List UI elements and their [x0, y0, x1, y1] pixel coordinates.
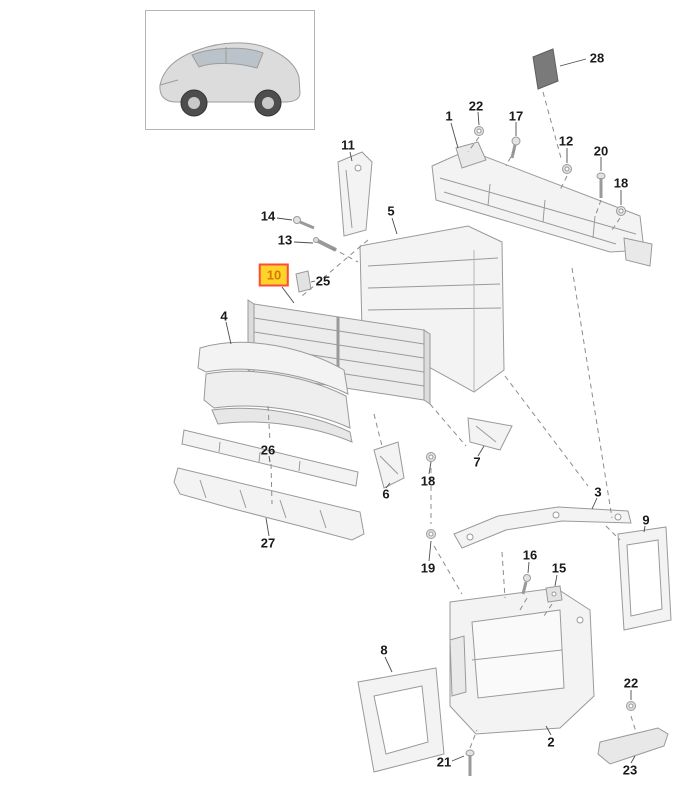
part-25-drawing	[295, 270, 312, 293]
callout-8[interactable]: 8	[380, 642, 388, 658]
callout-26[interactable]: 26	[260, 442, 276, 458]
callout-20[interactable]: 20	[593, 143, 609, 159]
callout-28[interactable]: 28	[589, 50, 605, 66]
callout-1[interactable]: 1	[445, 108, 453, 124]
callout-21[interactable]: 21	[436, 754, 452, 770]
callout-17[interactable]: 17	[508, 108, 524, 124]
callout-12[interactable]: 12	[558, 133, 574, 149]
fastener-21-drawing	[465, 749, 475, 776]
part-28-drawing	[532, 48, 559, 90]
part-1-drawing	[431, 141, 653, 267]
callout-leader-lines	[225, 58, 646, 764]
fastener-20-drawing	[596, 172, 606, 198]
callout-11[interactable]: 11	[341, 137, 355, 153]
callout-27[interactable]: 27	[260, 535, 276, 551]
callout-9[interactable]: 9	[642, 512, 650, 528]
callout-18-mid[interactable]: 18	[420, 473, 436, 489]
callout-16[interactable]: 16	[522, 547, 538, 563]
fastener-18-mid-drawing	[426, 452, 436, 462]
part-2-drawing	[449, 587, 595, 735]
alignment-dashed-lines	[267, 91, 637, 749]
part-6-drawing	[373, 441, 405, 489]
callout-5[interactable]: 5	[387, 203, 395, 219]
part-3-drawing	[453, 506, 632, 549]
fastener-17-drawing	[510, 136, 521, 159]
fastener-19-drawing	[426, 529, 436, 539]
part-23-drawing	[597, 727, 669, 765]
callout-23[interactable]: 23	[622, 762, 638, 778]
part-27-drawing	[173, 467, 365, 541]
callout-4[interactable]: 4	[220, 308, 228, 324]
part-9-drawing	[617, 526, 672, 631]
macan-suv-icon	[159, 42, 301, 117]
callout-7[interactable]: 7	[473, 454, 481, 470]
part-7-drawing	[467, 417, 513, 451]
callout-6[interactable]: 6	[382, 486, 390, 502]
fastener-18-top-drawing	[616, 206, 626, 216]
part-4-drawing	[197, 341, 353, 443]
fastener-16-drawing	[521, 574, 531, 595]
part-11-drawing	[337, 151, 373, 237]
callout-15[interactable]: 15	[551, 560, 567, 576]
callout-14[interactable]: 14	[260, 208, 276, 224]
vehicle-thumbnail[interactable]	[145, 10, 315, 130]
callout-22-bottom[interactable]: 22	[623, 675, 639, 691]
callout-18-upper[interactable]: 18	[613, 175, 629, 191]
callout-2[interactable]: 2	[547, 734, 555, 750]
fastener-14-drawing	[293, 216, 315, 230]
callout-3[interactable]: 3	[594, 484, 602, 500]
fastener-12-drawing	[562, 164, 572, 174]
callout-19[interactable]: 19	[420, 560, 436, 576]
callout-22-top[interactable]: 22	[468, 98, 484, 114]
callout-10-highlighted[interactable]: 10	[258, 263, 290, 287]
fastener-15-drawing	[545, 585, 563, 603]
part-8-drawing	[357, 667, 445, 773]
fastener-22-bottom-drawing	[626, 701, 636, 711]
callout-25[interactable]: 25	[315, 273, 331, 289]
fastener-22-top-drawing	[474, 126, 484, 136]
part-26-drawing	[181, 429, 359, 487]
callout-13[interactable]: 13	[277, 232, 293, 248]
